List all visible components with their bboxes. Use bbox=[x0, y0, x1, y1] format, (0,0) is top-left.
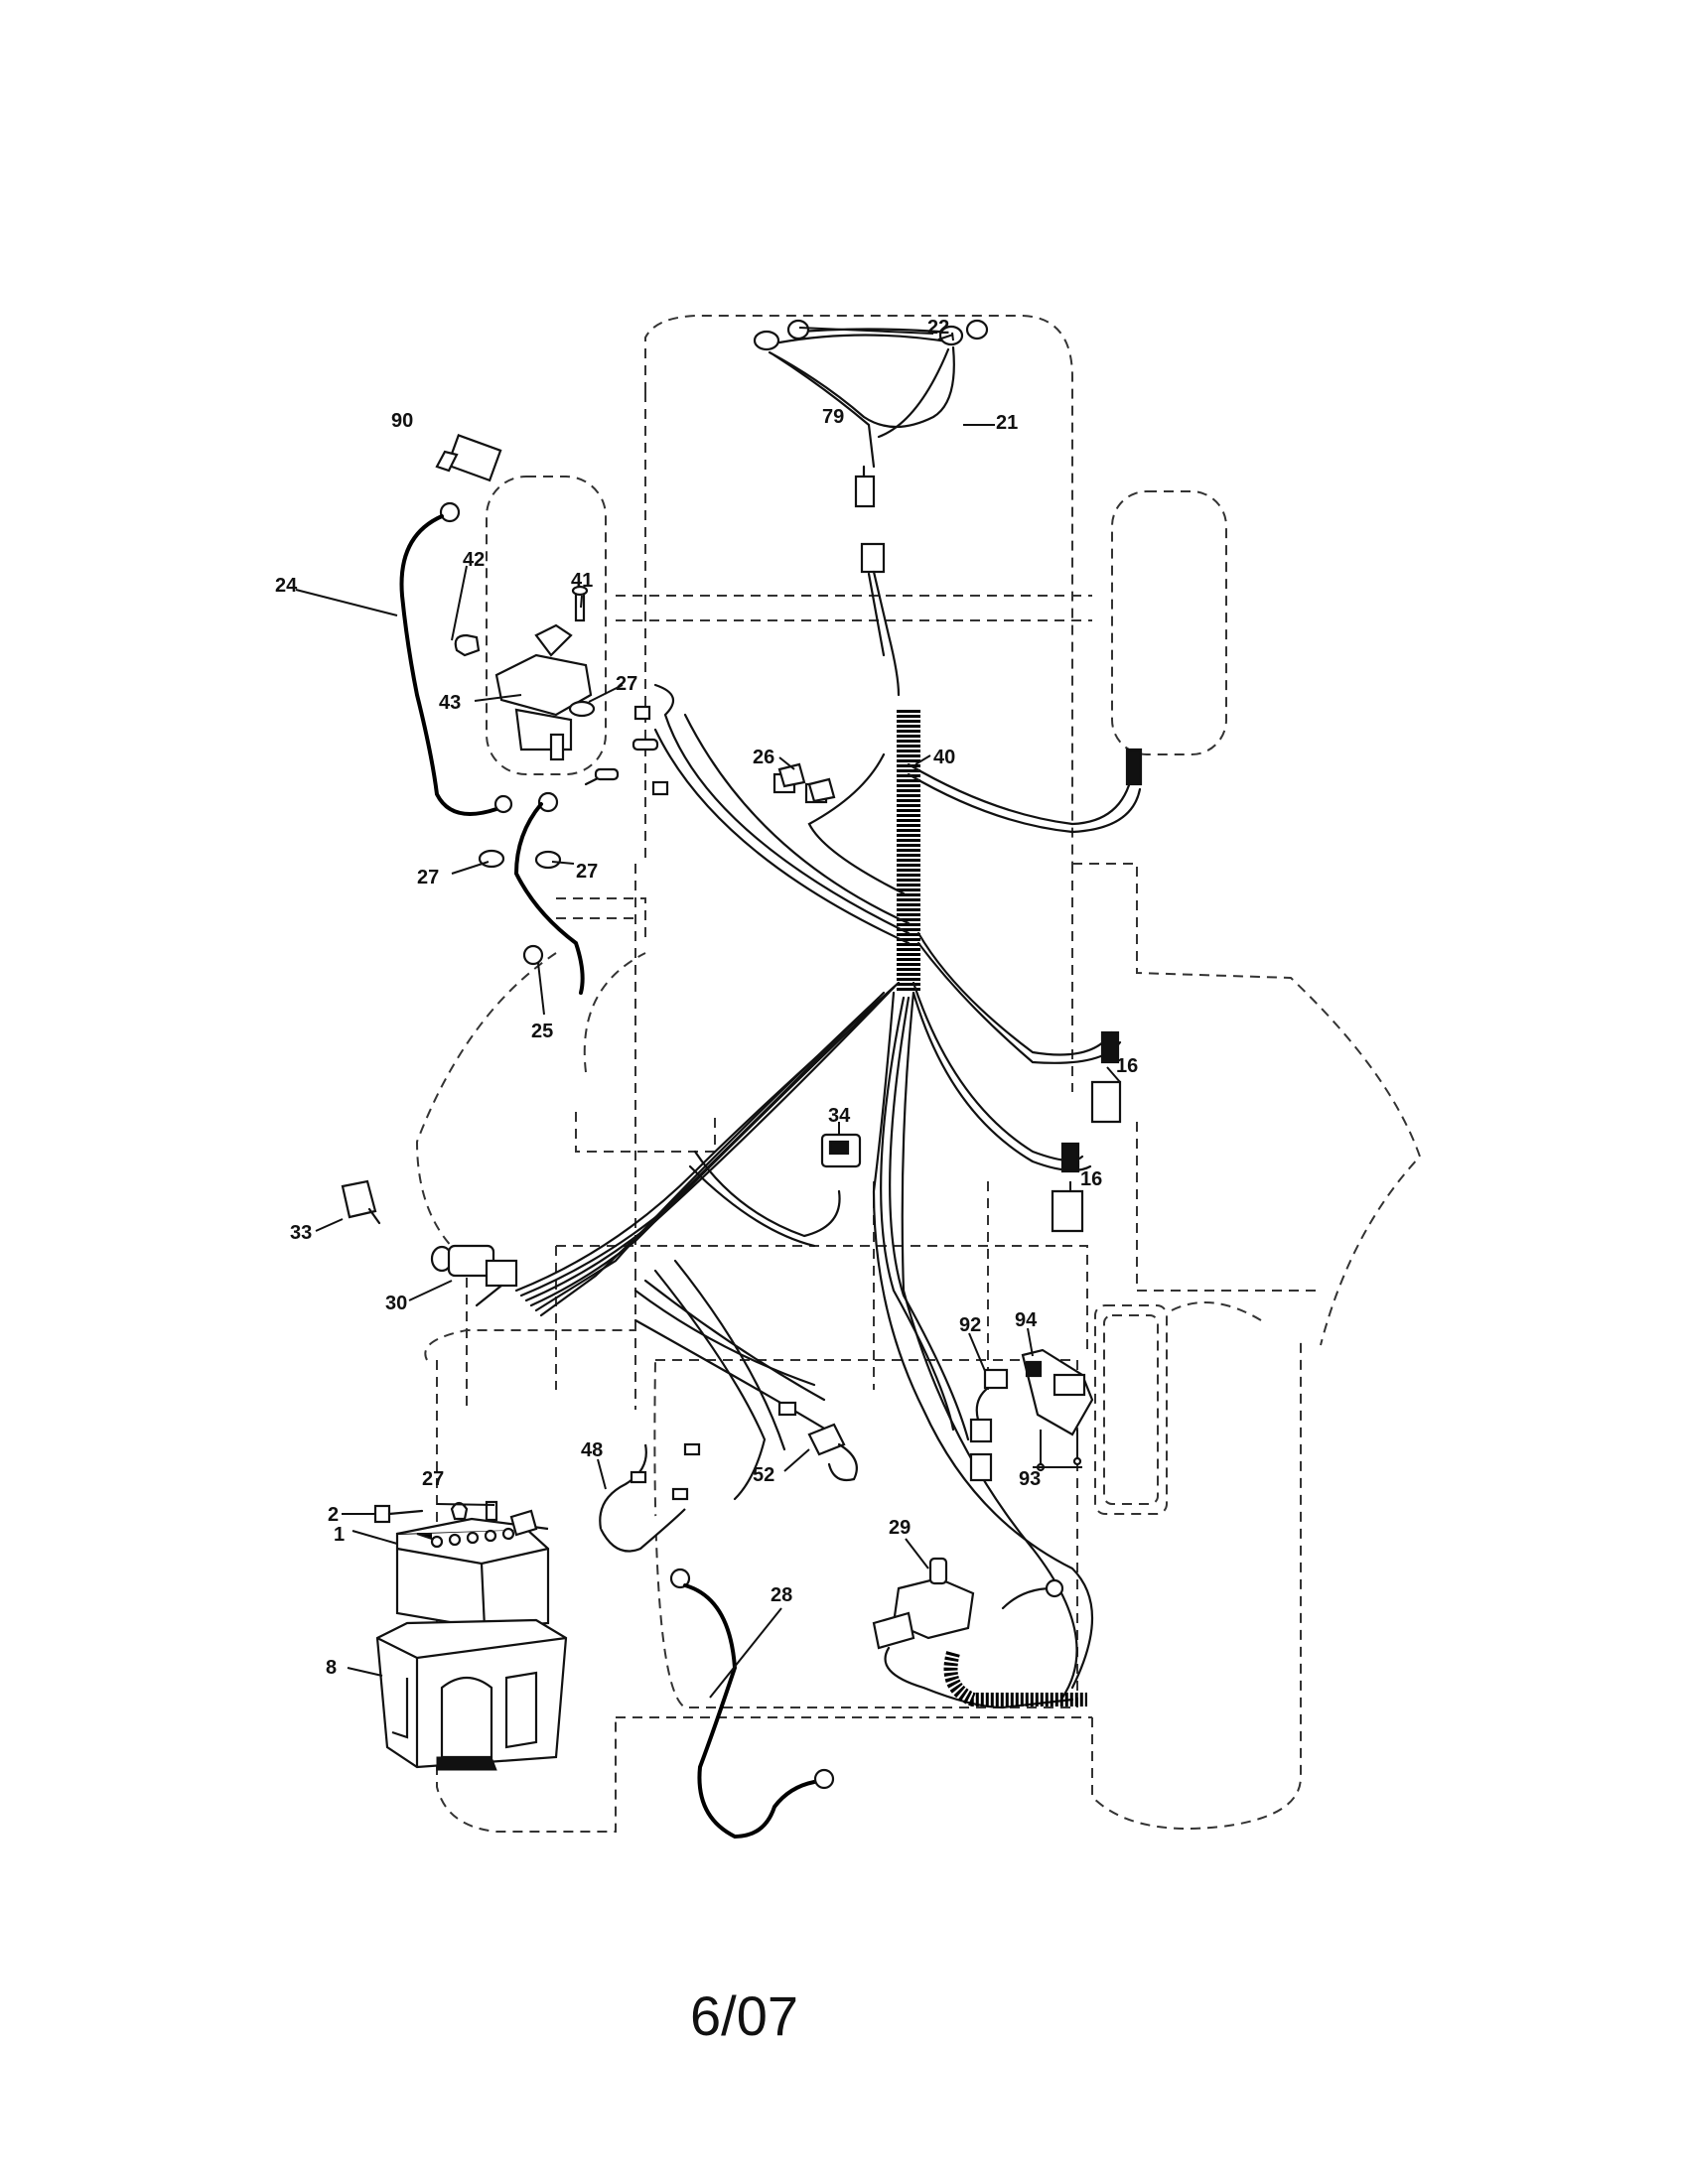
screws-93 bbox=[1036, 1430, 1082, 1472]
cable-28 bbox=[669, 1568, 835, 1840]
callout-16-lower: 16 bbox=[1080, 1168, 1102, 1190]
battery-box-8 bbox=[375, 1618, 568, 1771]
callout-30: 30 bbox=[385, 1293, 407, 1314]
callout-79: 79 bbox=[822, 406, 844, 428]
ignition-switch-30 bbox=[430, 1244, 518, 1307]
callout-21: 21 bbox=[996, 412, 1018, 434]
switch-94 bbox=[1021, 1348, 1094, 1436]
leader-lines bbox=[295, 327, 1121, 1699]
part-90 bbox=[435, 434, 502, 482]
callout-48: 48 bbox=[581, 1439, 603, 1461]
callout-24: 24 bbox=[275, 575, 298, 597]
callout-90: 90 bbox=[391, 410, 413, 432]
callout-43: 43 bbox=[439, 692, 461, 714]
callout-34: 34 bbox=[828, 1105, 851, 1127]
callout-40: 40 bbox=[933, 747, 955, 768]
callout-27-upper: 27 bbox=[616, 673, 637, 695]
callout-29: 29 bbox=[889, 1517, 911, 1539]
callout-33: 33 bbox=[290, 1222, 312, 1244]
switch-33 bbox=[341, 1179, 381, 1225]
callout-28: 28 bbox=[771, 1584, 792, 1606]
callout-27-battery: 27 bbox=[422, 1468, 444, 1490]
solenoid-43 bbox=[454, 585, 596, 761]
callout-16-upper: 16 bbox=[1116, 1055, 1138, 1077]
interlock-switch-upper bbox=[1090, 1080, 1122, 1124]
callout-8: 8 bbox=[326, 1657, 337, 1679]
battery-1 bbox=[395, 1509, 550, 1630]
connector-48 bbox=[599, 1442, 701, 1553]
callout-42: 42 bbox=[463, 549, 485, 571]
callout-27-right: 27 bbox=[576, 861, 598, 883]
connector-52 bbox=[777, 1401, 858, 1482]
callout-25: 25 bbox=[531, 1021, 553, 1042]
interlock-switch-lower bbox=[1051, 1189, 1084, 1233]
callout-26: 26 bbox=[753, 747, 774, 768]
switch-34 bbox=[820, 1133, 862, 1168]
main-harness bbox=[514, 542, 1143, 1700]
headlight-left bbox=[753, 330, 780, 351]
cable-25 bbox=[513, 767, 620, 995]
switch-92 bbox=[969, 1368, 1009, 1482]
cable-24 bbox=[399, 501, 513, 816]
callout-27-left: 27 bbox=[417, 867, 439, 888]
callout-92: 92 bbox=[959, 1314, 981, 1336]
footer-date-code: 6/07 bbox=[690, 1984, 798, 2047]
callout-94: 94 bbox=[1015, 1309, 1038, 1331]
headlight-assembly bbox=[753, 319, 989, 508]
callout-1: 1 bbox=[334, 1524, 345, 1546]
callouts: 22 79 21 90 24 42 41 43 27 27 27 25 26 4… bbox=[275, 317, 1138, 1679]
callout-2: 2 bbox=[328, 1504, 339, 1526]
module-29 bbox=[872, 1557, 1087, 1709]
tractor-outline bbox=[415, 315, 1422, 1833]
headlight-connector bbox=[854, 475, 876, 508]
part-42 bbox=[454, 633, 481, 657]
callout-93: 93 bbox=[1019, 1468, 1041, 1490]
seat-switch-connector bbox=[1125, 748, 1143, 786]
callout-41: 41 bbox=[571, 570, 593, 592]
nuts-27 bbox=[478, 705, 669, 870]
callout-22: 22 bbox=[927, 317, 949, 339]
callout-52: 52 bbox=[753, 1464, 774, 1486]
connectors-26 bbox=[777, 762, 836, 803]
